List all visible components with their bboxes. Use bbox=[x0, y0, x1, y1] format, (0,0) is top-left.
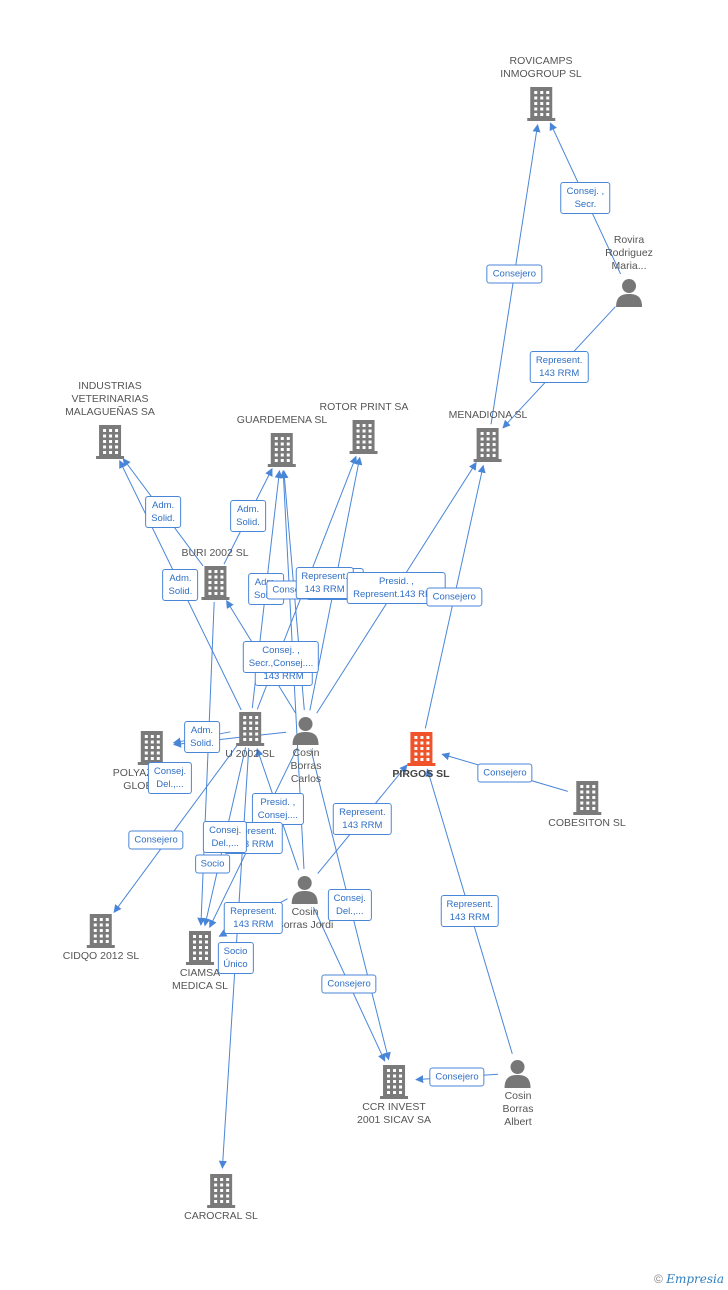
edge-label[interactable]: Presid. , Consej.... bbox=[251, 793, 304, 826]
node-label: Rovira Rodriguez Maria... bbox=[605, 234, 653, 272]
edge-label[interactable]: Represent. 143 RRM bbox=[224, 901, 283, 934]
node-cobesiton[interactable]: COBESITON SL bbox=[548, 779, 626, 830]
edge-label[interactable]: Consejero bbox=[477, 763, 533, 783]
edge-label[interactable]: Consej. Del.,... bbox=[203, 820, 248, 853]
building-icon bbox=[113, 729, 191, 765]
node-label: U 2002 SL bbox=[225, 748, 275, 760]
building-icon bbox=[184, 1172, 258, 1208]
node-cidqo[interactable]: CIDQO 2012 SL bbox=[63, 912, 139, 963]
node-label: CCR INVEST 2001 SICAV SA bbox=[357, 1101, 431, 1126]
building-icon bbox=[65, 423, 155, 459]
building-icon bbox=[172, 929, 228, 965]
person-icon bbox=[277, 874, 334, 904]
edge-label[interactable]: Socio Único bbox=[217, 942, 254, 974]
node-carocral[interactable]: CAROCRAL SL bbox=[184, 1172, 258, 1223]
edge-label[interactable]: Consejero bbox=[426, 587, 482, 607]
edge-buri-ciamsa bbox=[197, 601, 215, 926]
node-rotor[interactable]: ROTOR PRINT SA bbox=[319, 401, 409, 454]
node-label: ROTOR PRINT SA bbox=[319, 401, 409, 413]
edge-u2002-cidqo bbox=[113, 743, 239, 913]
edge-label[interactable]: Consej. Del.,... bbox=[327, 888, 372, 921]
node-label: Cosin Borras Albert bbox=[502, 1090, 534, 1128]
edge-label[interactable]: Consej. , Secr. bbox=[560, 182, 611, 215]
building-icon bbox=[449, 426, 528, 462]
node-label: COBESITON SL bbox=[548, 817, 626, 829]
node-label: ROVICAMPS INMOGROUP SL bbox=[500, 55, 582, 80]
node-label: Cosin Borras Carlos bbox=[290, 747, 322, 785]
edge-label[interactable]: Adm. Solid. bbox=[230, 500, 266, 533]
node-label: GUARDEMENA SL bbox=[236, 414, 328, 426]
node-cosincarlos[interactable]: Cosin Borras Carlos bbox=[290, 715, 322, 786]
person-icon bbox=[291, 715, 322, 745]
edge-label[interactable]: Consejero bbox=[128, 830, 184, 850]
building-icon bbox=[237, 431, 327, 467]
edge-label[interactable]: Adm. Solid. bbox=[145, 496, 181, 529]
brand-logo: Empresia bbox=[666, 1272, 724, 1286]
node-buri[interactable]: BURI 2002 SL bbox=[181, 547, 249, 600]
node-label: CAROCRAL SL bbox=[184, 1210, 258, 1222]
node-guardemena[interactable]: GUARDEMENA SL bbox=[237, 414, 327, 467]
building-icon bbox=[392, 730, 449, 766]
edge-label[interactable]: Represent. 143 RRM bbox=[295, 566, 354, 599]
node-rovira[interactable]: Rovira Rodriguez Maria... bbox=[605, 234, 653, 307]
edge-label[interactable]: Socio bbox=[194, 854, 231, 873]
node-label: CIAMSA MEDICA SL bbox=[171, 967, 229, 992]
edge-label[interactable]: Adm. Solid. bbox=[162, 569, 199, 602]
building-icon bbox=[225, 710, 275, 746]
node-pirgos[interactable]: PIRGOS SL bbox=[392, 730, 450, 781]
building-icon bbox=[548, 779, 625, 815]
edge-label[interactable]: Represent. 143 RRM bbox=[333, 803, 392, 836]
node-ccr[interactable]: CCR INVEST 2001 SICAV SA bbox=[357, 1063, 431, 1127]
node-cosinalbert[interactable]: Cosin Borras Albert bbox=[502, 1058, 534, 1129]
node-label: MENADIONA SL bbox=[448, 409, 528, 421]
node-u2002[interactable]: U 2002 SL bbox=[225, 710, 275, 761]
node-menadiona[interactable]: MENADIONA SL bbox=[448, 409, 528, 462]
edge-label[interactable]: Adm. Solid. bbox=[184, 721, 220, 754]
copyright-symbol: © bbox=[654, 1272, 663, 1286]
edge-label[interactable]: Consejero bbox=[321, 974, 377, 994]
edge-label[interactable]: Consej. , Secr.,Consej.... bbox=[242, 640, 320, 673]
node-label: PIRGOS SL bbox=[392, 768, 450, 780]
node-label: INDUSTRIAS VETERINARIAS MALAGUEÑAS SA bbox=[65, 380, 155, 418]
building-icon bbox=[320, 418, 409, 454]
building-icon bbox=[500, 85, 582, 121]
person-icon bbox=[605, 277, 653, 307]
copyright-footer[interactable]: © Empresia bbox=[654, 1272, 724, 1286]
building-icon bbox=[181, 564, 248, 600]
building-icon bbox=[357, 1063, 431, 1099]
node-industrias[interactable]: INDUSTRIAS VETERINARIAS MALAGUEÑAS SA bbox=[65, 380, 155, 459]
node-label: BURI 2002 SL bbox=[181, 547, 249, 559]
edge-label[interactable]: Represent. 143 RRM bbox=[529, 351, 589, 384]
edge-label[interactable]: Consejero bbox=[486, 264, 542, 284]
node-label: CIDQO 2012 SL bbox=[62, 950, 140, 962]
edge-label[interactable]: Represent. 143 RRM bbox=[440, 895, 500, 928]
edge-label[interactable]: Consejero bbox=[429, 1067, 485, 1087]
building-icon bbox=[63, 912, 139, 948]
edge-label[interactable]: Consej. Del.,... bbox=[147, 762, 193, 795]
node-cosinjordi[interactable]: Cosin Borras Jordi bbox=[276, 874, 334, 932]
node-rovicamps[interactable]: ROVICAMPS INMOGROUP SL bbox=[500, 55, 582, 121]
node-label: Cosin Borras Jordi bbox=[276, 906, 334, 931]
node-ciamsa[interactable]: CIAMSA MEDICA SL bbox=[172, 929, 228, 993]
person-icon bbox=[503, 1058, 534, 1088]
